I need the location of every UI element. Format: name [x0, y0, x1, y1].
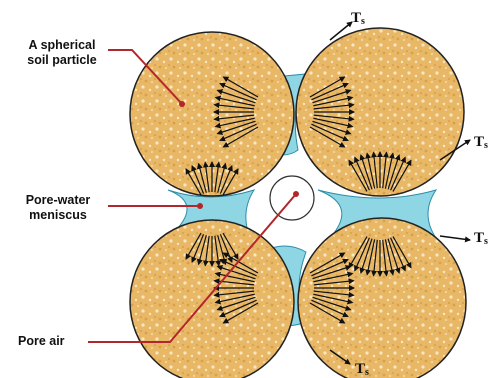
leader-meniscus-dot [197, 203, 203, 209]
tension-symbol: T [351, 10, 361, 26]
label-pore-water-meniscus: Pore-water meniscus [12, 193, 104, 223]
leader-pore-air-dot [293, 191, 299, 197]
tension-symbol: T [474, 134, 484, 150]
tension-label-right-lower: Ts [474, 230, 488, 247]
label-spherical-soil-particle: A spherical soil particle [14, 38, 110, 68]
tension-symbol: T [355, 361, 365, 377]
tension-label-top: Ts [351, 10, 365, 27]
tension-direction-arrow [440, 236, 470, 240]
label-particle-line1: A spherical [14, 38, 110, 53]
label-meniscus-line1: Pore-water [12, 193, 104, 208]
leader-particle-dot [179, 101, 185, 107]
tension-label-right-upper: Ts [474, 134, 488, 151]
label-meniscus-line2: meniscus [12, 208, 104, 223]
tension-subscript: s [484, 236, 488, 247]
tension-symbol: T [474, 230, 484, 246]
particle-bottom-right [298, 218, 466, 378]
tension-label-bottom: Ts [355, 361, 369, 378]
tension-subscript: s [365, 367, 369, 378]
label-particle-line2: soil particle [14, 53, 110, 68]
label-pore-air: Pore air [18, 334, 88, 349]
tension-subscript: s [361, 16, 365, 27]
tension-subscript: s [484, 140, 488, 151]
